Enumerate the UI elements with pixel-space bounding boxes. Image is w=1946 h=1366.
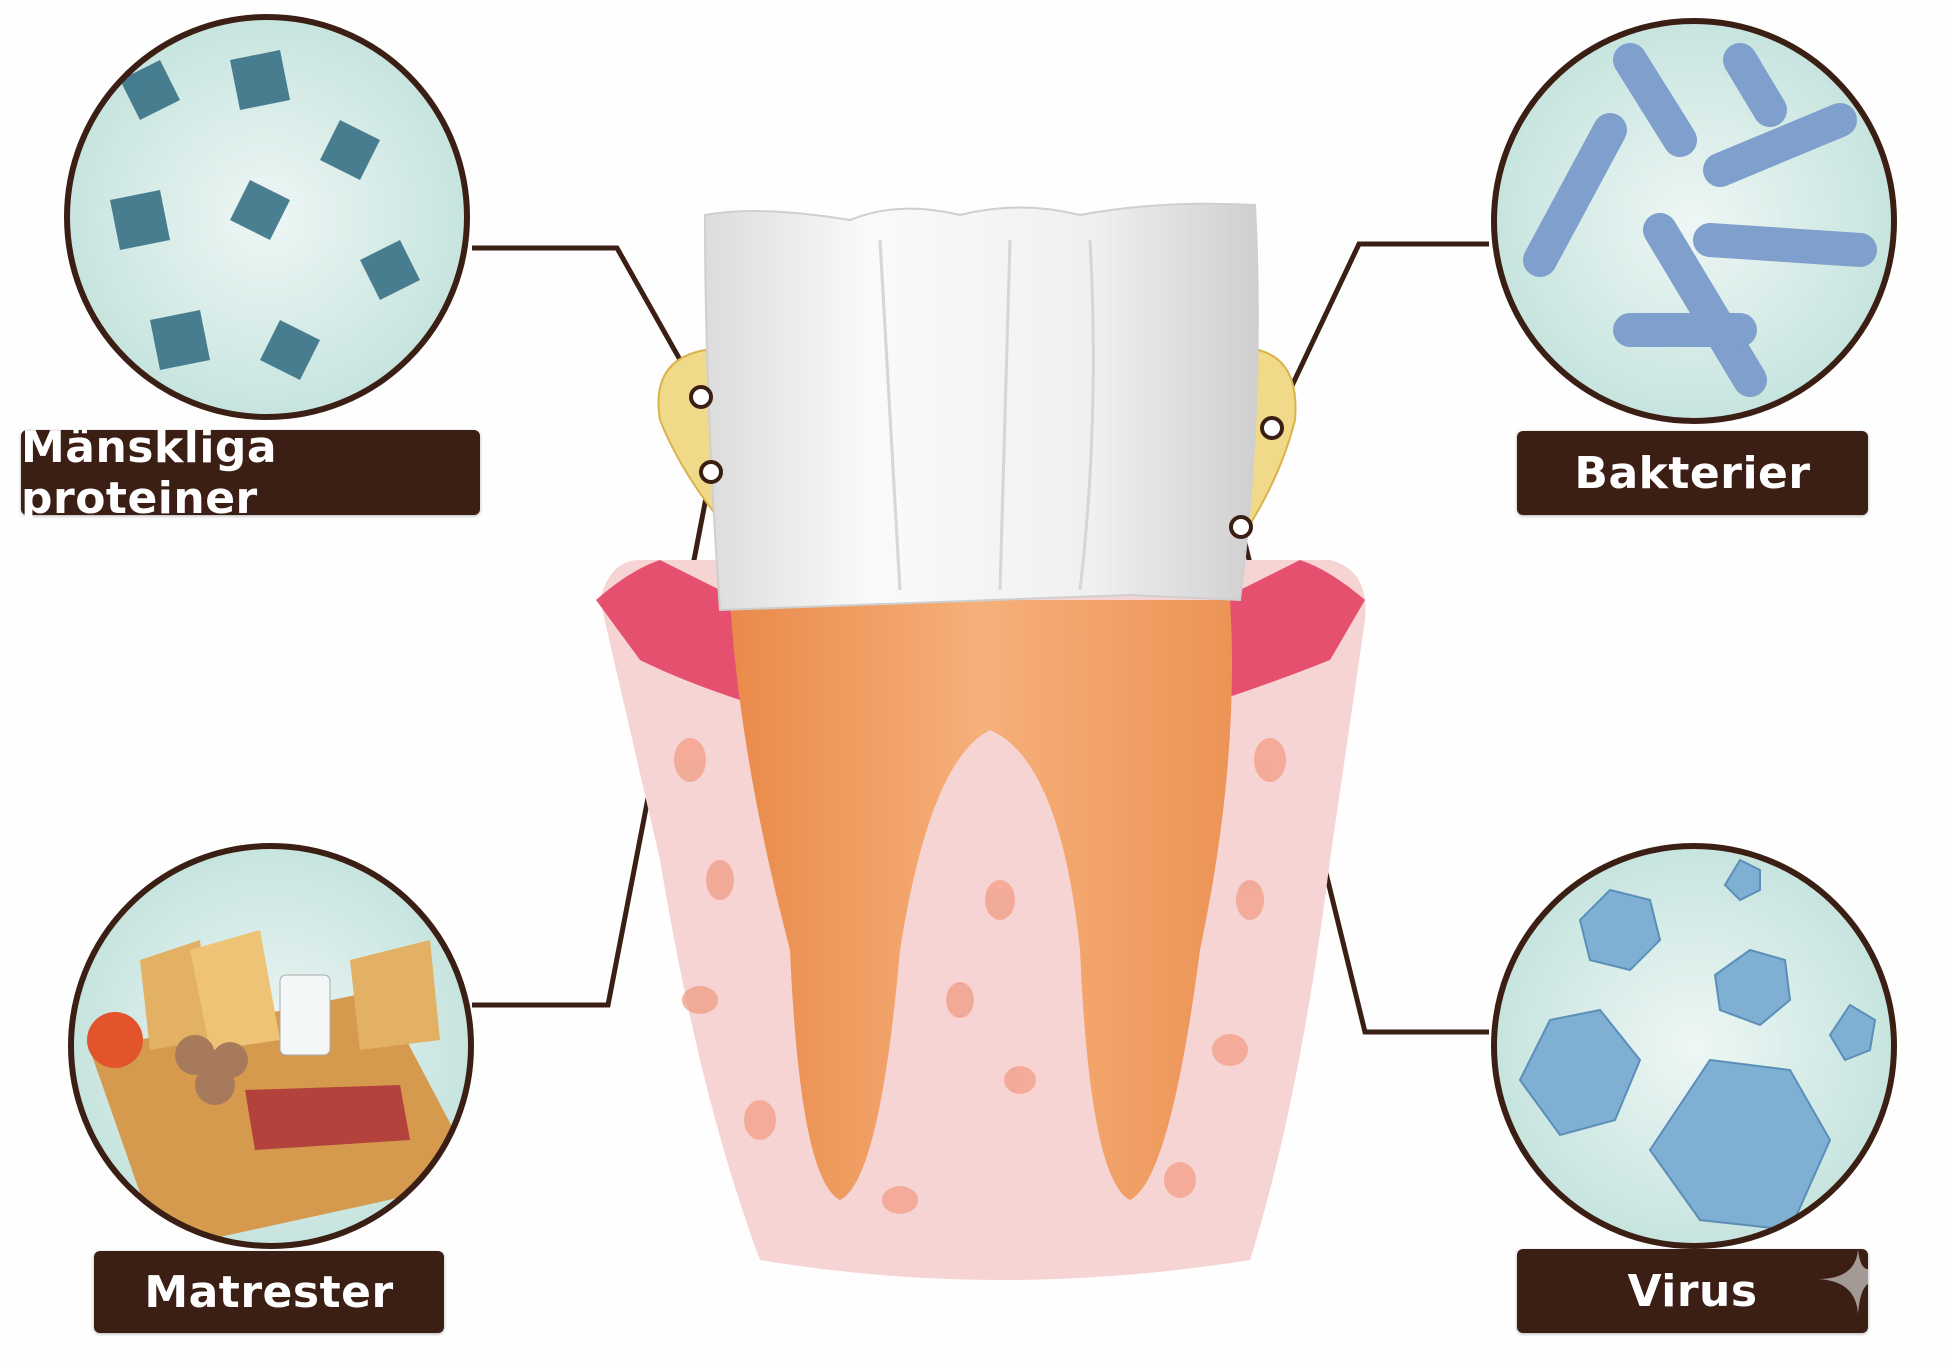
label-food-debris: Matrester bbox=[94, 1251, 444, 1333]
bacteria-circle bbox=[1491, 18, 1897, 424]
food-debris-circle bbox=[68, 843, 474, 1249]
label-virus-text: Virus bbox=[1627, 1265, 1758, 1317]
label-virus: Virus bbox=[1517, 1249, 1868, 1333]
label-bacteria-text: Bakterier bbox=[1574, 447, 1811, 499]
label-human-proteins-text: Mänskliga proteiner bbox=[21, 421, 278, 524]
virus-circle bbox=[1491, 843, 1897, 1249]
human-proteins-circle bbox=[64, 14, 470, 420]
label-food-debris-text: Matrester bbox=[144, 1266, 394, 1318]
label-human-proteins: Mänskliga proteiner bbox=[21, 422, 480, 524]
label-bacteria: Bakterier bbox=[1517, 431, 1868, 515]
tooth-root bbox=[730, 600, 1232, 1200]
connector-dots bbox=[689, 385, 1284, 539]
sparkle-icon bbox=[1818, 1249, 1868, 1314]
tooth-crown bbox=[703, 202, 1259, 612]
